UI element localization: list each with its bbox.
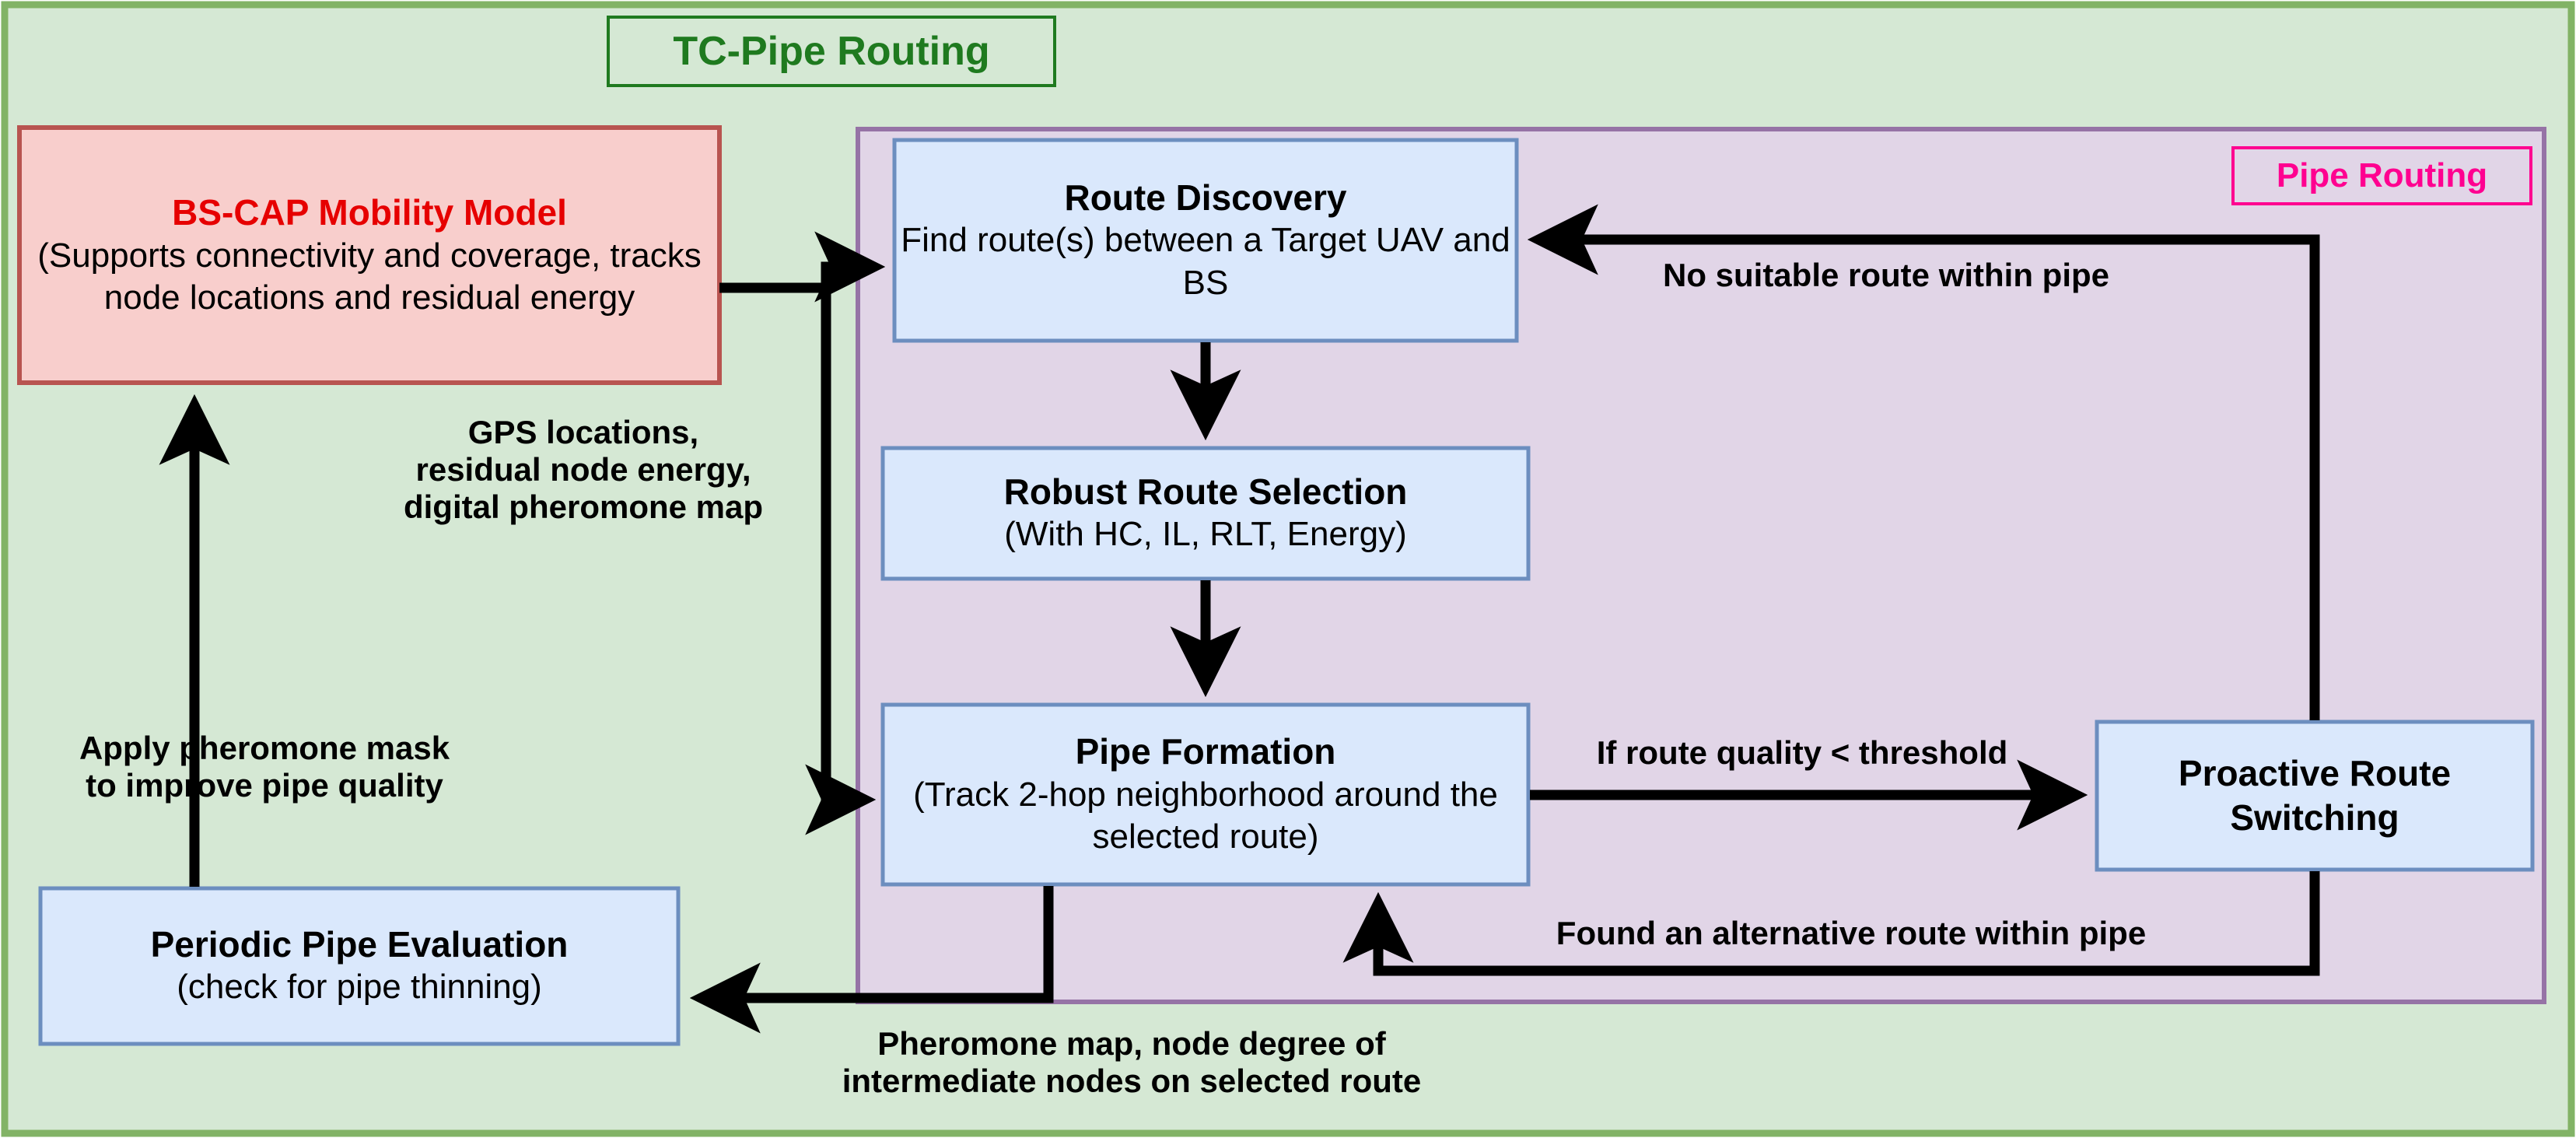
node-route-discovery-subtitle: Find route(s) between a Target UAV and B… bbox=[901, 221, 1510, 302]
edge-label-found-alternative-route: Found an alternative route within pipe bbox=[1556, 915, 2147, 951]
node-bs-cap-mobility-model-rect[interactable] bbox=[17, 125, 722, 385]
edge-label-no-suitable-route: No suitable route within pipe bbox=[1662, 257, 2109, 293]
node-bs-cap-mobility-model-subtitle: (Supports connectivity and coverage, tra… bbox=[37, 236, 702, 317]
edge-label-gps-feed: GPS locations, residual node energy, dig… bbox=[403, 414, 764, 525]
edge-label-pheromone-map-feedback: Pheromone map, node degree of intermedia… bbox=[842, 1025, 1422, 1099]
edge-label-route-quality-threshold: If route quality < threshold bbox=[1596, 734, 2008, 771]
node-pipe-formation[interactable]: Pipe Formation (Track 2-hop neighborhood… bbox=[883, 705, 1528, 884]
edge-bscap-to-pipe-formation bbox=[805, 288, 877, 835]
node-periodic-pipe-evaluation-subtitle: (check for pipe thinning) bbox=[177, 968, 542, 1007]
inner-container-title: Pipe Routing bbox=[2231, 146, 2532, 205]
node-pipe-formation-rect[interactable] bbox=[880, 702, 1531, 887]
edge-bscap-to-route-discovery bbox=[814, 231, 886, 303]
node-robust-route-selection-rect[interactable] bbox=[880, 446, 1531, 581]
node-bs-cap-mobility-model[interactable]: BS-CAP Mobility Model (Supports connecti… bbox=[19, 128, 719, 383]
edge-pipe-formation-to-periodic-evaluation bbox=[689, 886, 1054, 1034]
node-route-discovery-title: Route Discovery bbox=[1064, 177, 1347, 218]
node-route-discovery[interactable]: Route Discovery Find route(s) between a … bbox=[894, 140, 1517, 341]
node-proactive-route-switching[interactable]: Proactive Route Switching bbox=[2097, 722, 2532, 870]
outer-container-title: TC-Pipe Routing bbox=[607, 16, 1056, 87]
node-robust-route-selection-title: Robust Route Selection bbox=[1003, 471, 1408, 513]
node-bs-cap-mobility-model-title: BS-CAP Mobility Model bbox=[172, 192, 567, 233]
edge-label-pheromone-mask: Apply pheromone mask to improve pipe qua… bbox=[79, 730, 450, 804]
node-proactive-route-switching-rect[interactable] bbox=[2095, 720, 2535, 872]
node-periodic-pipe-evaluation-title: Periodic Pipe Evaluation bbox=[150, 924, 569, 965]
node-proactive-route-switching-title: Proactive Route Switching bbox=[2178, 752, 2452, 838]
edge-proactive-switching-to-pipe-formation bbox=[1342, 871, 2320, 976]
node-periodic-pipe-evaluation-rect[interactable] bbox=[38, 886, 681, 1046]
node-robust-route-selection[interactable]: Robust Route Selection (With HC, IL, RLT… bbox=[883, 448, 1528, 579]
node-pipe-formation-subtitle: (Track 2-hop neighborhood around the sel… bbox=[913, 775, 1498, 856]
node-pipe-formation-title: Pipe Formation bbox=[1075, 731, 1336, 772]
node-periodic-pipe-evaluation[interactable]: Periodic Pipe Evaluation (check for pipe… bbox=[40, 888, 678, 1044]
node-route-discovery-rect[interactable] bbox=[892, 138, 1519, 343]
node-robust-route-selection-subtitle: (With HC, IL, RLT, Energy) bbox=[1004, 515, 1407, 554]
edge-proactive-switching-to-route-discovery bbox=[1527, 204, 2320, 720]
